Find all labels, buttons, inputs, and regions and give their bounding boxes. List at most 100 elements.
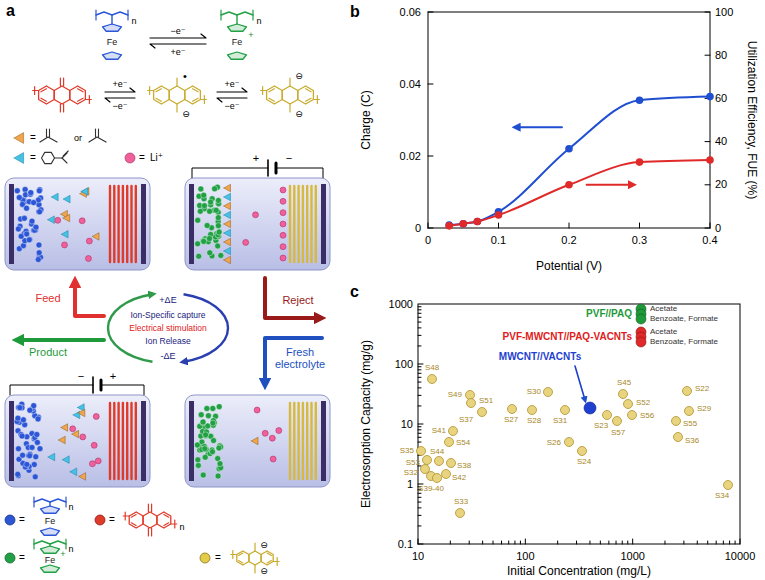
- anion-label: Benzoate, Formate: [650, 315, 718, 323]
- tick-mark: [705, 184, 710, 185]
- acetate-structure: [46, 129, 47, 137]
- electrode-particle: [24, 461, 30, 467]
- reference-label: S39-40: [418, 485, 444, 493]
- electrode-particle: [27, 407, 33, 413]
- lithium-ion: [280, 198, 286, 204]
- bracket: [149, 87, 150, 95]
- tick-mark: [418, 369, 421, 370]
- literature-point: [428, 375, 437, 384]
- tick-mark: [716, 541, 717, 544]
- lithium-ion: [280, 210, 286, 216]
- literature-point: [467, 399, 476, 408]
- electrode-ball: [200, 553, 210, 563]
- lithium-ion: [243, 239, 249, 245]
- anion-triangle: [61, 424, 68, 432]
- carbonyl-bond: [151, 528, 152, 536]
- tick-mark: [418, 544, 423, 545]
- reference-label: S33: [454, 498, 468, 506]
- literature-point: [544, 388, 553, 397]
- literature-point: [628, 411, 637, 420]
- cyclopentadienyl-ring: [227, 24, 246, 31]
- nanotube: [135, 403, 137, 479]
- polymer-link: [33, 90, 39, 91]
- electrode-particle: [20, 452, 26, 458]
- fue-curve: [449, 160, 710, 226]
- electrode-particle: [37, 209, 43, 215]
- anion-triangle: [224, 211, 231, 219]
- lithium-ion: [253, 212, 259, 218]
- electrode-particle: [201, 238, 207, 244]
- ring-bond: [156, 89, 161, 92]
- anion-triangle: [224, 229, 231, 237]
- literature-point: [478, 408, 487, 417]
- ring-bond: [298, 86, 314, 104]
- charge-sign: +: [248, 31, 253, 40]
- literature-point: [674, 433, 683, 442]
- electrode-particle: [200, 472, 206, 478]
- tick-mark: [697, 541, 698, 544]
- charge-point: [474, 218, 482, 226]
- iron-symbol: Fe: [45, 556, 56, 565]
- cyclopentadienyl-ring: [40, 546, 59, 553]
- mwcnt-point: [584, 402, 596, 414]
- panel-letter: c: [350, 284, 359, 300]
- tick-mark: [418, 327, 421, 328]
- reference-label: S55: [683, 420, 697, 428]
- electrode-particle: [36, 188, 42, 194]
- electrode-particle: [28, 190, 34, 196]
- cycle-label: Electrical stimulation: [129, 324, 206, 333]
- tick-mark: [705, 141, 710, 142]
- radical-dot: •: [183, 71, 187, 82]
- tick-mark: [428, 12, 433, 13]
- wire: [192, 168, 268, 178]
- anion-triangle: [251, 437, 258, 445]
- reference-label: S52: [636, 399, 650, 407]
- nanotube: [113, 186, 115, 262]
- acetate-structure: [49, 129, 50, 137]
- lithium-ion: [79, 218, 85, 224]
- electrode-particle: [33, 224, 39, 230]
- fue-point: [445, 222, 453, 230]
- anion-triangle: [224, 202, 231, 210]
- nanotube: [126, 186, 128, 262]
- redox-label: −e⁻: [224, 102, 239, 111]
- anion-triangle: [78, 409, 85, 417]
- reject-arrow: [265, 278, 320, 318]
- electrochemical-cell: [5, 395, 150, 487]
- electrode-particle: [14, 188, 20, 194]
- nanotube: [113, 403, 115, 479]
- bracket: [125, 512, 126, 520]
- reference-label: S54: [456, 439, 470, 447]
- series-label: PVF-MWCNT//PAQ-VACNTs: [503, 332, 632, 342]
- electrode-particle: [204, 223, 210, 229]
- bracket: [220, 10, 221, 20]
- cycle-label: +ΔE: [159, 296, 176, 305]
- plot-frame: [428, 12, 710, 228]
- reference-label: S27: [504, 416, 518, 424]
- current-collector: [321, 401, 326, 481]
- electrode-particle: [206, 236, 212, 242]
- charge-point: [459, 220, 467, 228]
- carbonyl-bond: [60, 104, 61, 112]
- ring-bond: [237, 551, 249, 565]
- literature-point: [724, 481, 733, 490]
- tick-mark: [450, 541, 451, 544]
- literature-point: [466, 391, 475, 400]
- ring-bond: [154, 86, 170, 104]
- tick-label: 10: [412, 551, 424, 562]
- electrode-particle: [204, 406, 210, 412]
- cyclopentadienyl-ring: [40, 565, 59, 572]
- reference-label: S28: [527, 417, 541, 425]
- electrode-particle: [33, 454, 39, 460]
- redox-label: +e⁻: [112, 80, 127, 89]
- formate-structure: [89, 137, 106, 142]
- electrode-ball: [5, 553, 15, 563]
- oxide-bond: [289, 104, 290, 112]
- electrode-ball: [5, 515, 15, 525]
- charge-point: [565, 145, 573, 153]
- lithium-ion: [254, 407, 260, 413]
- electrode-particle: [29, 444, 35, 450]
- electrode-particle: [209, 449, 215, 455]
- ring-bond: [39, 86, 55, 104]
- formate-structure: [98, 129, 99, 137]
